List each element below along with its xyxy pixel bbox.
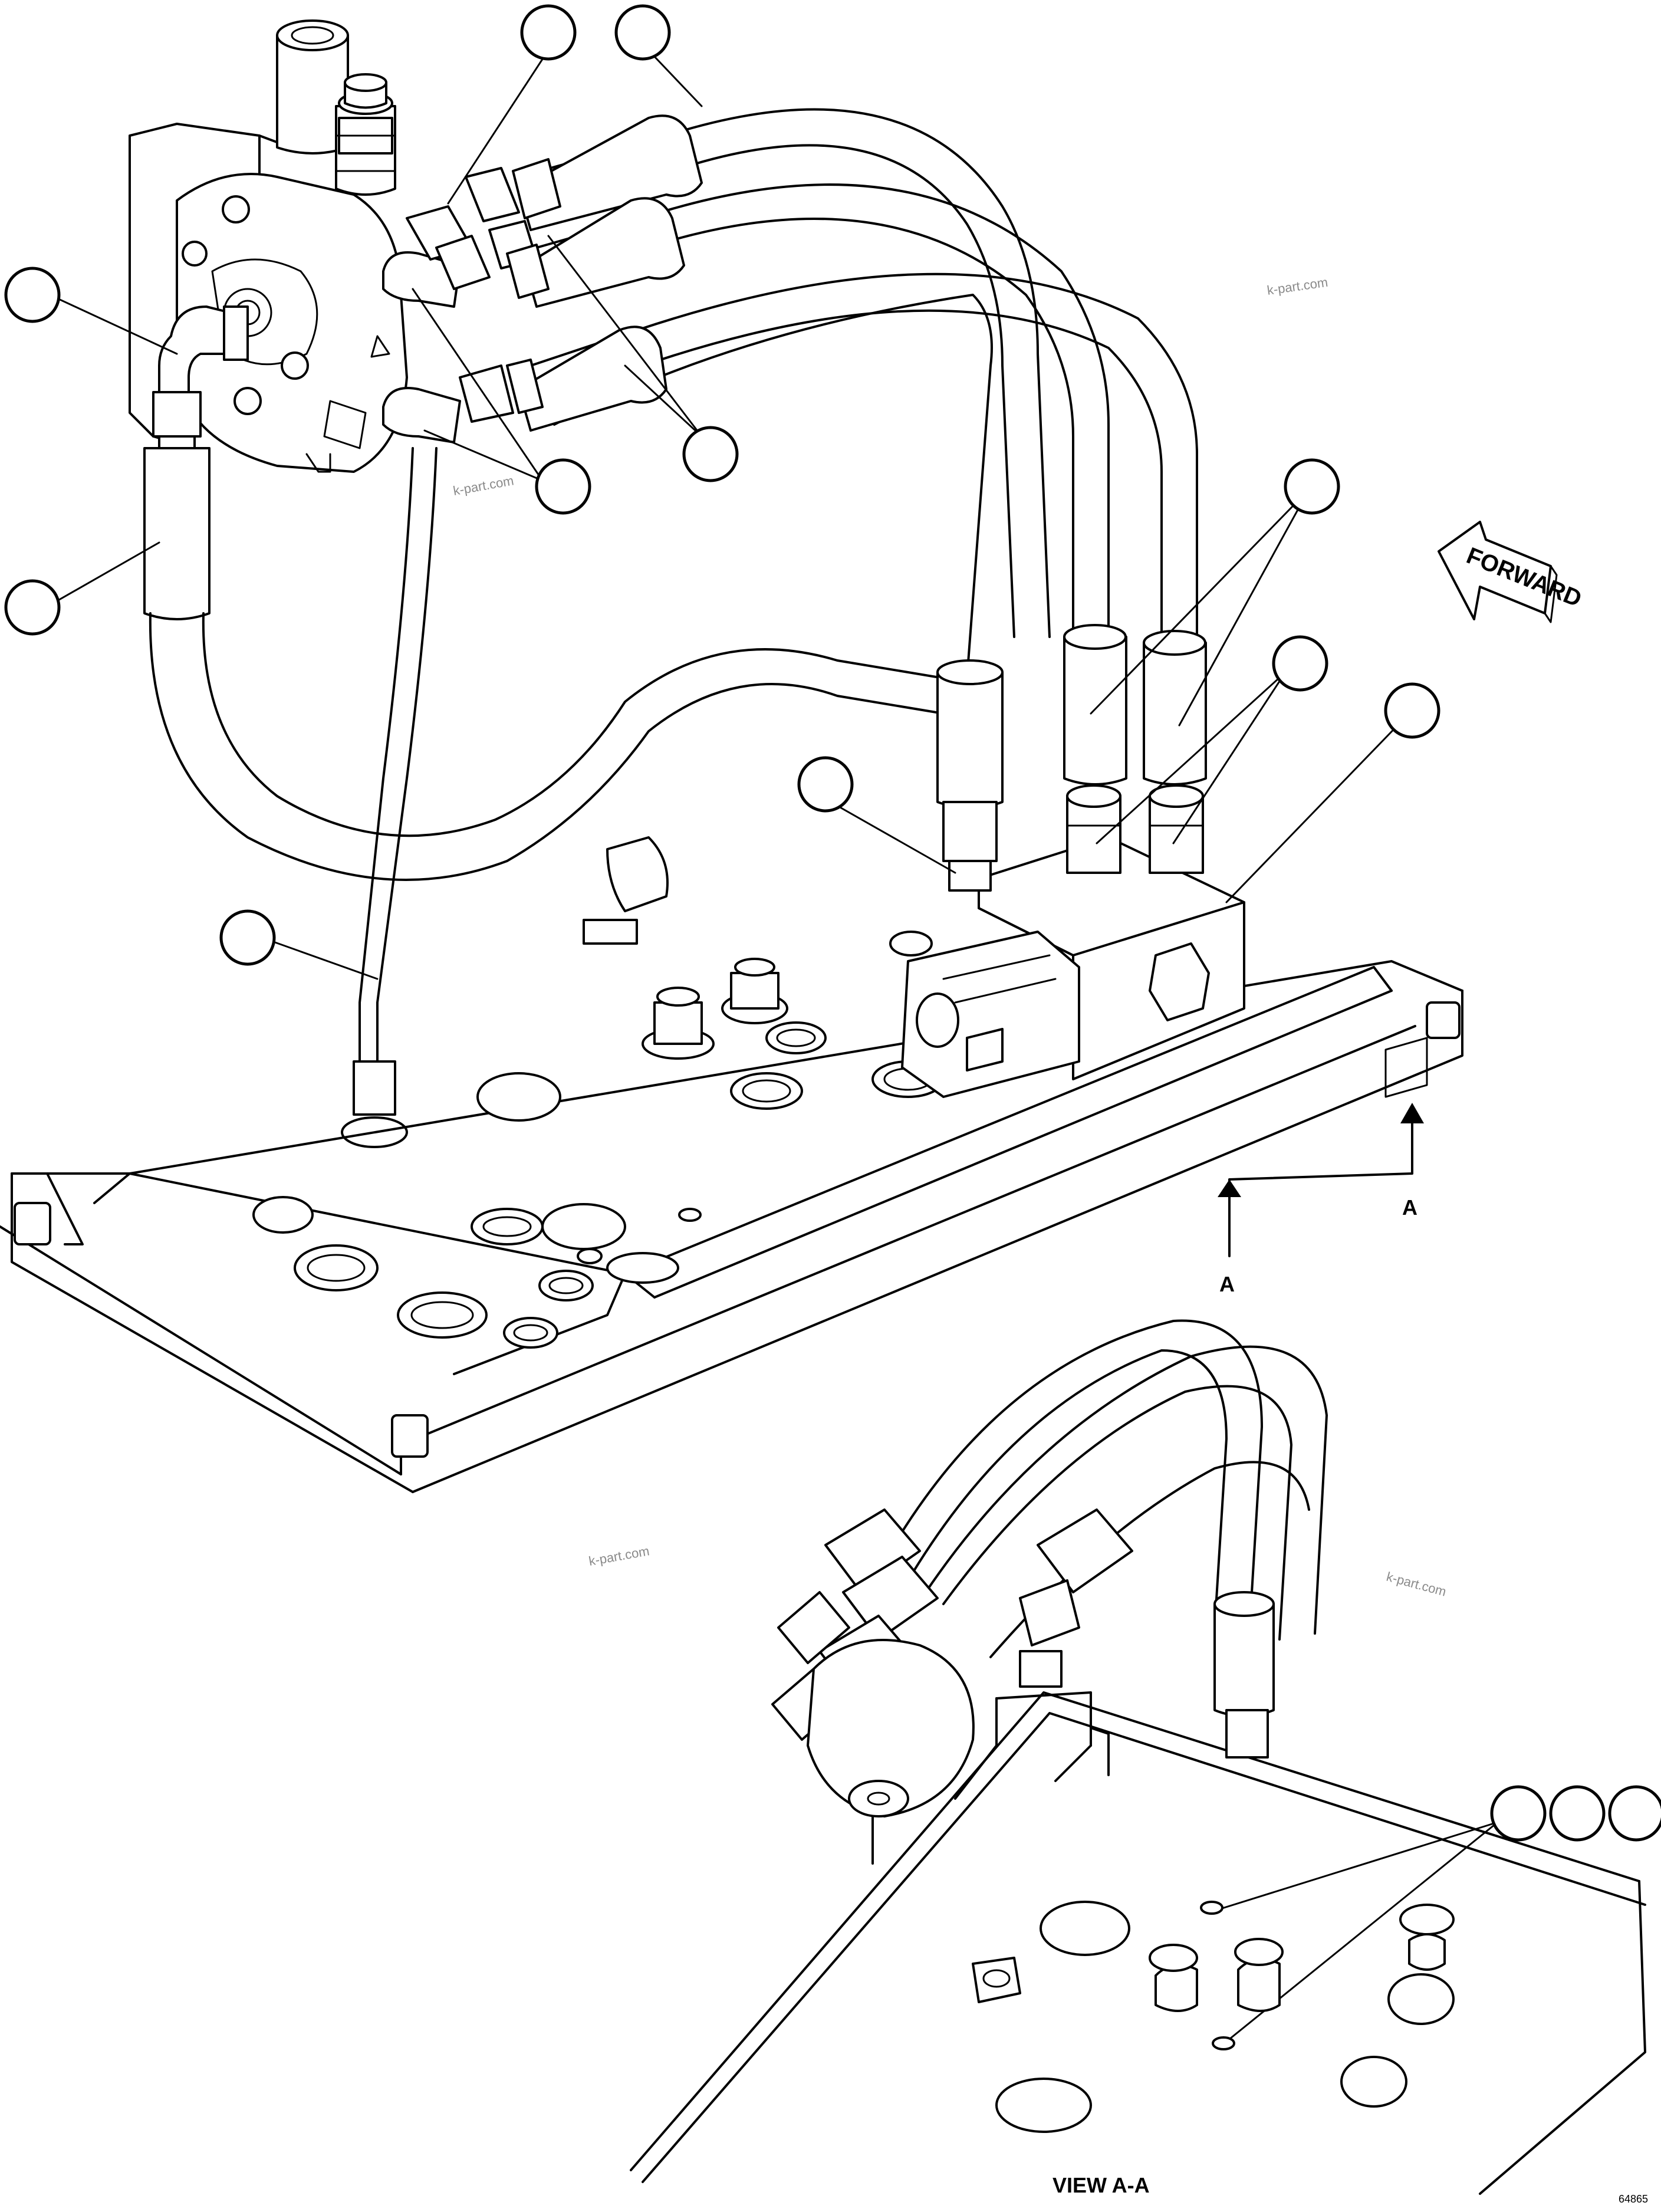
control-valve-body — [176, 173, 408, 473]
valve-relief-cap — [335, 73, 396, 196]
callout-balloon — [4, 267, 61, 323]
callout-balloon — [535, 458, 591, 515]
watermark-text: k-part.com — [588, 1543, 651, 1569]
view-a-a-detail — [630, 1319, 1646, 2195]
section-label-a1: A — [1402, 1195, 1417, 1220]
manifold-block — [901, 836, 1245, 1098]
pilot-tube-line — [341, 447, 438, 1148]
callout-balloon — [797, 756, 854, 813]
hydraulic-hose-left-loop — [143, 447, 945, 945]
section-cut-arrows: A A — [1218, 1103, 1424, 1296]
callout-balloon — [520, 4, 577, 61]
manifold-hose-fittings — [936, 624, 1207, 892]
callout-leaders — [55, 43, 1499, 2047]
callout-balloon — [1549, 1785, 1606, 1842]
callout-balloon — [1384, 682, 1440, 739]
callout-circles — [4, 4, 1661, 1842]
base-mounting-plate — [0, 960, 1463, 1493]
callout-balloon — [219, 909, 276, 966]
view-title: VIEW A-A — [1052, 2173, 1150, 2197]
section-label-a2: A — [1219, 1272, 1235, 1296]
watermark-text: k-part.com — [452, 473, 515, 498]
callout-balloon — [1272, 635, 1328, 692]
callout-balloon — [614, 4, 671, 61]
drawing-number: 64865 — [1619, 2193, 1648, 2205]
callout-balloon — [1608, 1785, 1661, 1842]
plate-holes — [252, 931, 945, 1349]
valve-top-port — [276, 19, 349, 155]
hydraulic-hoses-upper — [506, 108, 1198, 679]
watermark-text: k-part.com — [1266, 275, 1328, 298]
callout-balloon — [4, 579, 61, 636]
watermark-text: k-part.com — [1385, 1569, 1448, 1599]
forward-direction-arrow: FORWARD — [1438, 521, 1585, 623]
plate-port-fittings — [642, 958, 788, 1060]
callout-balloon — [1284, 458, 1340, 515]
valve-elbow-fittings-right — [382, 167, 538, 443]
callout-balloon — [1490, 1785, 1547, 1842]
valve-elbow-fitting-left — [152, 305, 249, 461]
callout-balloon — [682, 426, 739, 482]
